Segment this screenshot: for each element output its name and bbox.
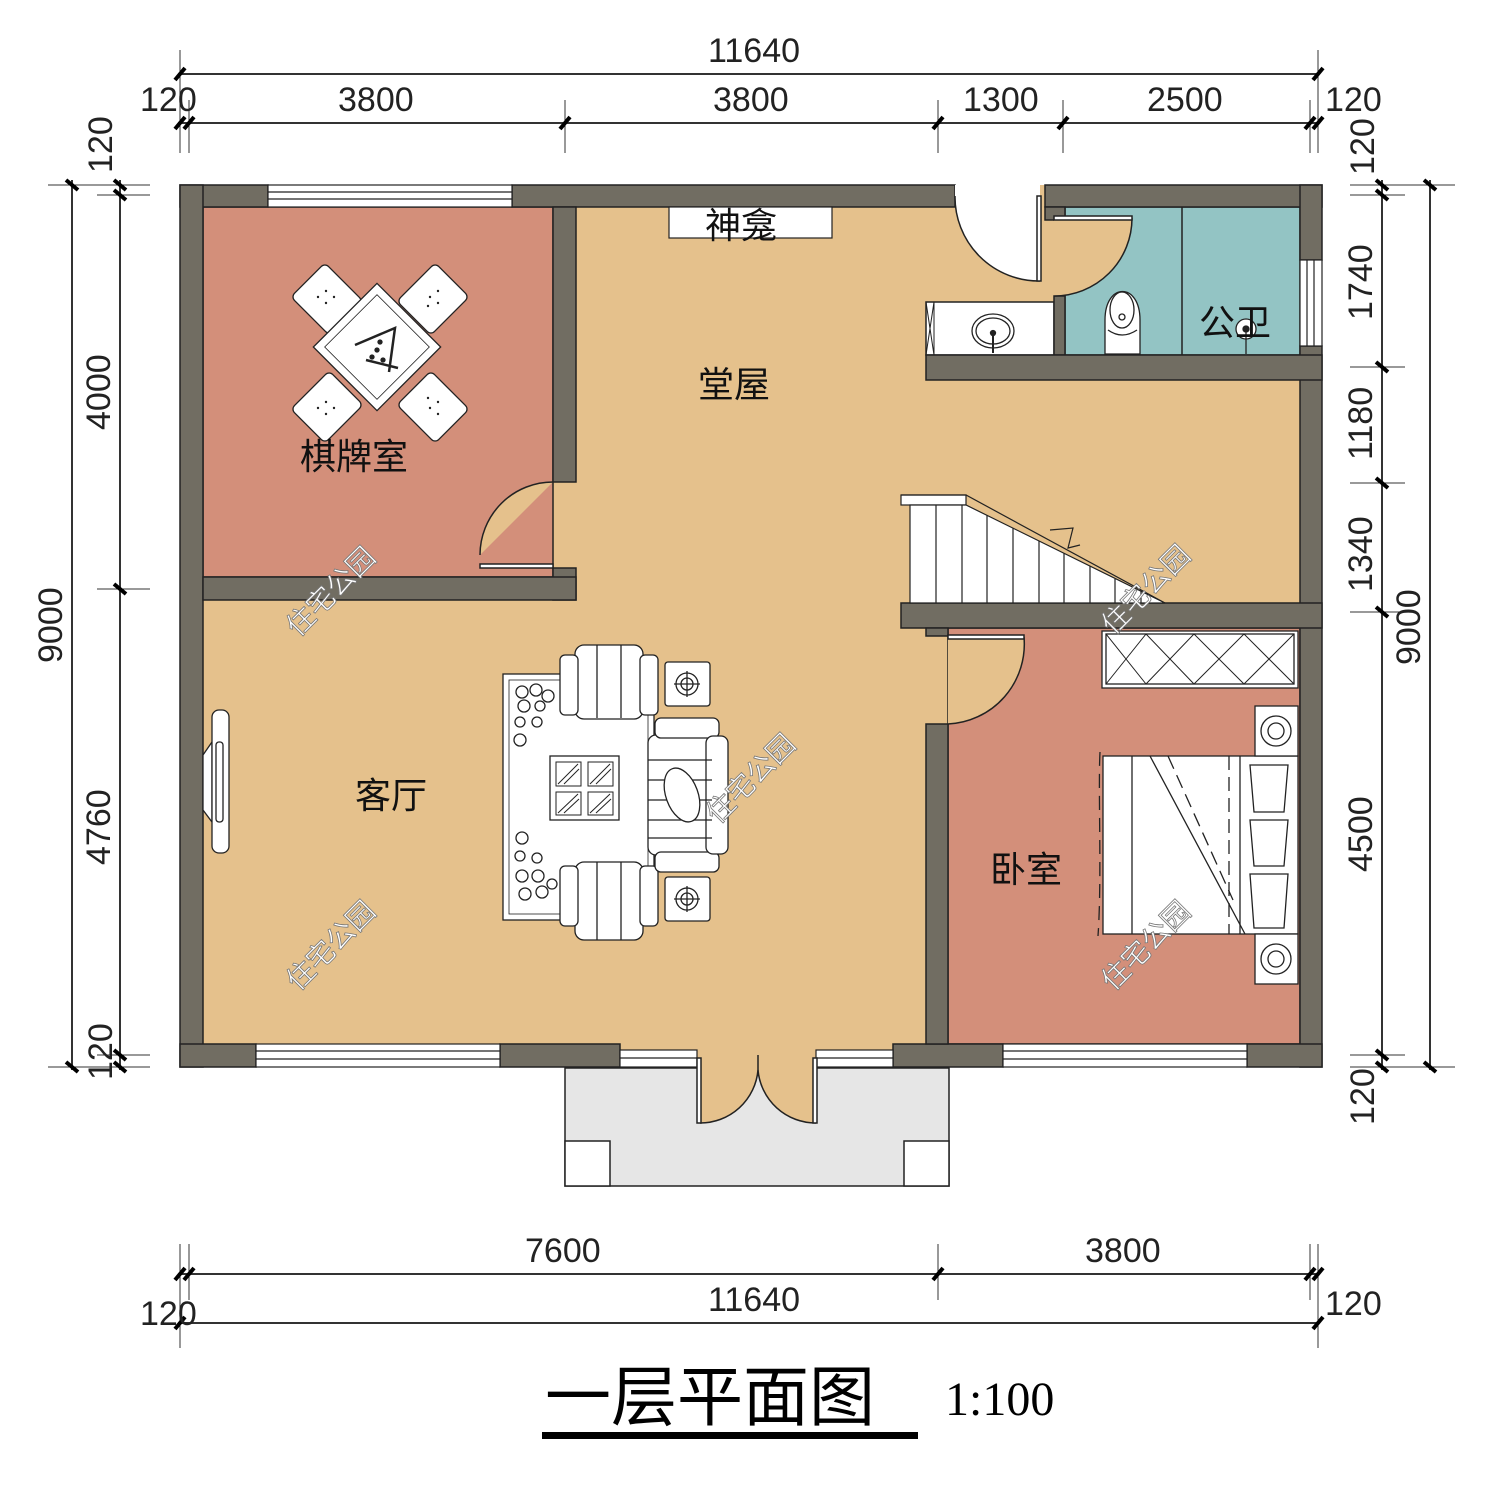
dimension-labels-top: 11640 120 3800 3800 1300 2500 120 — [140, 32, 1382, 119]
dim-right-seg: 1340 — [1342, 516, 1380, 592]
porch-floor — [564, 1067, 950, 1187]
room-labels: 棋牌室 堂屋 神龛 公卫 客厅 卧室 — [300, 206, 1271, 891]
dim-right-seg: 120 — [1344, 1068, 1382, 1125]
dim-top-seg: 3800 — [338, 81, 414, 119]
door-mahjong[interactable] — [479, 481, 554, 569]
dim-top-seg: 2500 — [1147, 81, 1223, 119]
dim-bottom-seg: 3800 — [1085, 1232, 1161, 1270]
side-table-bottom — [664, 876, 711, 922]
window-entry-right — [815, 1049, 894, 1068]
bedroom-furniture — [1097, 630, 1299, 985]
door-hall-top[interactable] — [954, 185, 1042, 282]
dim-left-seg: 120 — [82, 116, 120, 173]
dim-right-seg: 1180 — [1342, 387, 1380, 460]
dim-right-seg: 4500 — [1342, 796, 1380, 872]
dim-top-total: 11640 — [708, 32, 800, 70]
window-bedroom-bottom — [1002, 1043, 1248, 1068]
rug-flower-pattern — [513, 683, 558, 901]
armchair-bottom — [559, 861, 659, 941]
room-label-living: 客厅 — [355, 776, 427, 817]
dim-right-seg: 1740 — [1342, 244, 1380, 320]
toilet — [1104, 291, 1141, 355]
dimension-labels-bottom: 7600 3800 11640 120 120 — [140, 1232, 1382, 1333]
room-label-bedroom: 卧室 — [990, 850, 1062, 891]
window-mahjong-top — [267, 184, 513, 208]
bathroom-fixtures — [971, 291, 1257, 355]
dim-left-total: 9000 — [32, 587, 70, 663]
room-label-mahjong: 棋牌室 — [300, 437, 408, 478]
title-scale: 1:100 — [945, 1373, 1054, 1426]
dim-left-seg: 4000 — [80, 354, 118, 430]
title-name: 一层平面图 — [545, 1359, 875, 1436]
shrine-cabinet — [668, 206, 833, 239]
dim-left-seg: 4760 — [80, 789, 118, 865]
dim-top-seg: 3800 — [713, 81, 789, 119]
title-underline — [542, 1432, 918, 1439]
dim-top-seg: 120 — [140, 81, 197, 119]
wardrobe — [1101, 630, 1299, 689]
armchair-top — [559, 644, 659, 720]
nightstand-bottom — [1254, 933, 1299, 985]
sofa-set — [502, 644, 729, 941]
dim-right-total: 9000 — [1390, 589, 1428, 665]
dim-bottom-seg: 120 — [1325, 1285, 1382, 1323]
porch-pillar-left — [564, 1140, 611, 1187]
sink — [971, 313, 1015, 353]
room-label-bath: 公卫 — [1199, 303, 1271, 344]
walls — [179, 184, 1323, 1068]
door-bedroom[interactable] — [947, 634, 1026, 725]
door-main-entry[interactable] — [696, 1055, 818, 1124]
dim-bottom-seg: 120 — [140, 1295, 197, 1333]
shower-head — [1235, 318, 1257, 354]
dim-top-seg: 120 — [1325, 81, 1382, 119]
sofa-long — [647, 717, 729, 873]
bed — [1097, 751, 1299, 937]
dim-top-seg: 1300 — [963, 81, 1039, 119]
dimension-labels-left: 9000 120 4000 4760 120 — [32, 116, 120, 1080]
drawing-title: 一层平面图 1:100 — [542, 1359, 1054, 1439]
dim-bottom-total: 11640 — [708, 1281, 800, 1319]
tv-cabinet — [202, 709, 230, 854]
window-entry-left — [619, 1049, 698, 1068]
window-living-bottom — [255, 1043, 501, 1068]
dimension-labels-right: 120 1740 1180 1340 9000 4500 120 — [1342, 118, 1428, 1125]
dim-left-seg: 120 — [82, 1023, 120, 1080]
room-label-shrine: 神龛 — [705, 206, 777, 247]
dimension-ticks — [64, 66, 1438, 1331]
dim-right-seg: 120 — [1344, 118, 1382, 175]
porch-pillar-right — [903, 1140, 950, 1187]
room-label-hall: 堂屋 — [698, 365, 770, 406]
dimension-lines — [48, 50, 1455, 1348]
doors — [479, 185, 1133, 1124]
staircase — [900, 494, 1166, 604]
mahjong-table — [292, 264, 468, 442]
window-bath-right — [1299, 259, 1323, 347]
nightstand-top — [1254, 705, 1299, 757]
side-table-top — [664, 661, 711, 707]
dim-bottom-seg: 7600 — [525, 1232, 601, 1270]
windows — [255, 184, 1323, 1068]
door-bathroom[interactable] — [1053, 215, 1133, 297]
